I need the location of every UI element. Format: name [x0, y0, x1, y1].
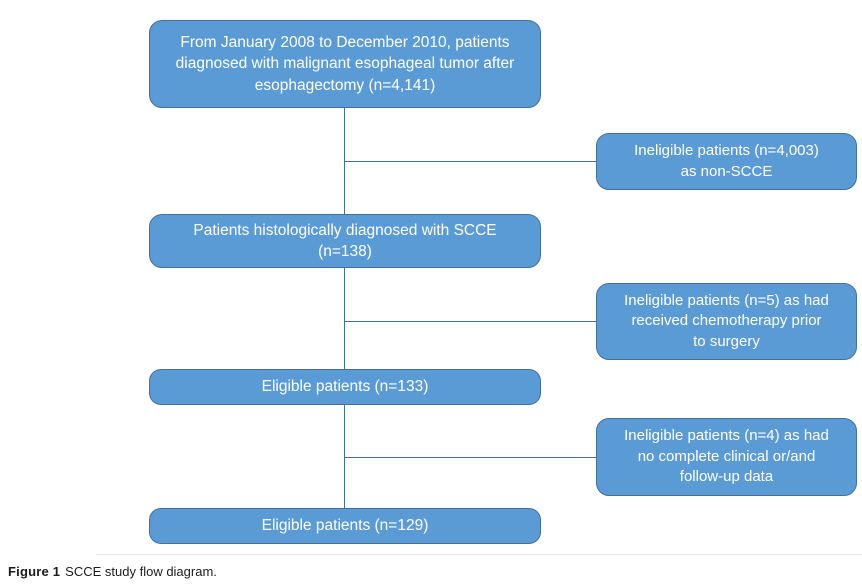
connector-vertical-3: [344, 405, 345, 508]
figure-caption-label: Figure 1: [8, 564, 61, 579]
flow-box-excluded-incomplete-data: Ineligible patients (n=4) as had no comp…: [596, 418, 857, 496]
flow-box-excluded-prior-chemo: Ineligible patients (n=5) as had receive…: [596, 283, 857, 360]
connector-branch-1: [344, 161, 596, 162]
connector-vertical-2: [344, 268, 345, 369]
caption-divider: [96, 554, 862, 555]
connector-branch-3: [344, 457, 596, 458]
figure-caption: Figure 1 SCCE study flow diagram.: [8, 564, 217, 579]
flow-box-diagnosed-scce: Patients histologically diagnosed with S…: [149, 214, 541, 268]
flow-box-population: From January 2008 to December 2010, pati…: [149, 20, 541, 108]
flow-box-excluded-non-scce: Ineligible patients (n=4,003) as non-SCC…: [596, 133, 857, 190]
figure-caption-text: SCCE study flow diagram.: [65, 564, 217, 579]
flow-box-eligible-133: Eligible patients (n=133): [149, 369, 541, 405]
flow-box-eligible-129: Eligible patients (n=129): [149, 508, 541, 544]
connector-branch-2: [344, 321, 596, 322]
